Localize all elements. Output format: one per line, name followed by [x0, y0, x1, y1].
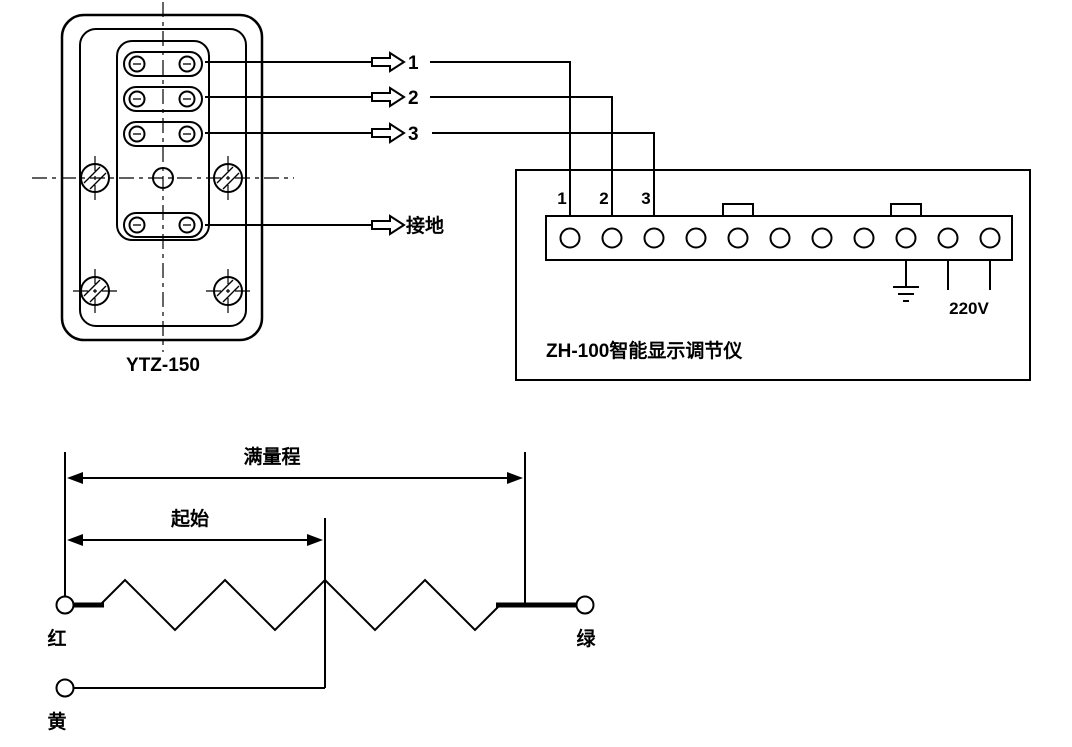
wire-2-label: 2 — [408, 88, 419, 109]
controller-terminal-screws — [559, 227, 1001, 249]
potentiometer-diagram: 满量程 起始 红 绿 黄 — [47, 445, 596, 733]
voltage-label: 220V — [949, 299, 989, 318]
yellow-terminal — [55, 678, 75, 698]
arrow-icon — [371, 51, 406, 73]
device-label: YTZ-150 — [126, 355, 200, 376]
terminal-2-label: 2 — [599, 189, 608, 208]
start-dimension: 起始 — [67, 507, 323, 546]
controller-name: ZH-100智能显示调节仪 — [546, 339, 743, 362]
yellow-label: 黄 — [47, 710, 66, 733]
device-inner-case — [79, 28, 247, 327]
start-label: 起始 — [170, 507, 209, 530]
arrow-icon — [371, 122, 406, 144]
red-label: 红 — [47, 627, 66, 650]
center-hub — [152, 167, 174, 189]
arrow-icon — [371, 214, 406, 236]
wire-1 — [430, 61, 571, 216]
terminal-1-label: 1 — [557, 189, 566, 208]
ground-wire-label: 接地 — [406, 214, 444, 237]
terminal-pair-frames — [123, 51, 203, 238]
power-terminal-leads — [947, 260, 991, 290]
green-terminal — [575, 595, 595, 615]
wire-3-label: 3 — [408, 124, 419, 145]
zh-100-controller: 1 2 3 — [515, 169, 1031, 381]
ytz-150-device: YTZ-150 — [32, 2, 294, 376]
controller-outline — [515, 169, 1031, 381]
wire-2 — [430, 96, 613, 216]
wire-1-label: 1 — [408, 53, 419, 74]
signal-wires — [430, 61, 655, 216]
arrow-icon — [371, 86, 406, 108]
wire-3 — [432, 132, 655, 216]
terminal-3-label: 3 — [641, 189, 650, 208]
full-scale-dimension: 满量程 — [67, 445, 523, 484]
red-terminal — [55, 595, 75, 615]
mounting-holes — [73, 156, 250, 313]
resistor-zigzag — [99, 578, 501, 632]
full-scale-label: 满量程 — [243, 445, 300, 468]
terminal-block — [116, 40, 210, 241]
green-label: 绿 — [576, 627, 596, 650]
device-outer-case — [60, 13, 264, 342]
device-terminal-screws — [128, 55, 196, 234]
signal-connections: 1 2 3 接地 — [205, 51, 444, 237]
ground-icon — [893, 260, 919, 302]
